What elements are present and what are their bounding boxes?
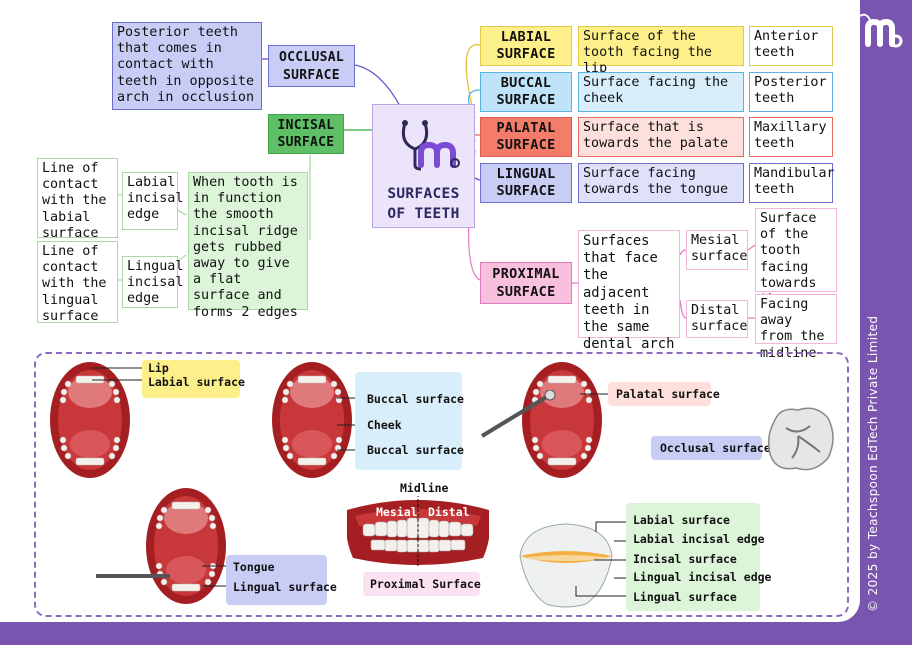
palatal-surface-heading: PALATAL SURFACE [480, 117, 572, 157]
occlusal-description: Posterior teeth that comes in contact wi… [112, 22, 262, 110]
fig7-lingual-incisal-edge-label: Lingual incisal edge [633, 570, 772, 584]
labial-surface-description: Surface of the tooth facing the lip [578, 26, 744, 76]
fig7-incisal-surface-label: Incisal surface [633, 552, 737, 566]
distal-surface-label: Distal surface [686, 300, 748, 338]
dental-explorer-icon [96, 574, 170, 578]
buccal-surface-description: Surface facing the cheek [578, 72, 744, 112]
labial-surface-heading: LABIAL SURFACE [480, 26, 572, 66]
center-title-line2: OF TEETH [387, 206, 460, 222]
lingual-incisal-edge-description: Line of contact with the lingual surface [37, 241, 118, 324]
copyright-text: © 2025 by Teachspoon EdTech Private Limi… [866, 315, 880, 612]
labial-surface-teeth: Anterior teeth [749, 26, 833, 66]
fig6-proximal-surface-label: Proximal Surface [370, 577, 481, 591]
bottom-strip [0, 622, 912, 645]
fig5-tongue-label: Tongue [233, 560, 275, 574]
incisal-description: When tooth is in function the smooth inc… [188, 172, 308, 320]
lingual-surface-teeth: Mandibular teeth [749, 163, 835, 203]
mesial-surface-description: Surface of the tooth facing towards the … [755, 208, 837, 323]
fig7-labial-surface-label: Labial surface [633, 513, 730, 527]
lingual-surface-description: Surface facing towards the tongue [578, 163, 744, 203]
proximal-surface-heading: PROXIMAL SURFACE [480, 262, 572, 304]
fig4-occlusal-surface-label: Occlusal surface [660, 441, 771, 455]
palatal-surface-teeth: Maxillary teeth [749, 117, 833, 157]
dental-mirror-icon [480, 390, 556, 438]
fig6-distal-label: Distal [428, 505, 470, 519]
lingual-incisal-edge-label: Lingual incisal edge [122, 256, 183, 308]
fig5-lingual-surface-label: Lingual surface [233, 580, 337, 594]
labial-incisal-edge-label: Labial incisal edge [122, 172, 183, 230]
fig1-lip-label: Lip [148, 361, 169, 375]
fig6-mesial-label: Mesial [376, 505, 418, 519]
palatal-surface-description: Surface that is towards the palate [578, 117, 744, 157]
center-title-line1: SURFACES [387, 186, 460, 202]
proximal-surface-description: Surfaces that face the adjacent teeth in… [578, 230, 680, 352]
fig7-lingual-surface-label: Lingual surface [633, 590, 737, 604]
mesial-surface-label: Mesial surface [686, 230, 748, 270]
center-node: SURFACES OF TEETH [372, 104, 475, 228]
incisal-surface-heading: INCISAL SURFACE [268, 114, 344, 154]
fig2-buccal-bottom-label: Buccal surface [367, 443, 464, 457]
brand-logo-icon [859, 13, 903, 48]
buccal-surface-heading: BUCCAL SURFACE [480, 72, 572, 112]
molar-tooth-icon [767, 407, 834, 471]
fig6-midline-label: Midline [400, 481, 449, 495]
fig1-labial-surface-label: Labial surface [148, 375, 245, 389]
fig3-palatal-surface-label: Palatal surface [616, 387, 720, 401]
distal-surface-description: Facing away from the midline [755, 294, 837, 361]
incisal-section-figure [519, 523, 613, 608]
fig7-labial-incisal-edge-label: Labial incisal edge [633, 532, 765, 546]
labial-incisal-edge-description: Line of contact with the labial surface [37, 158, 118, 241]
front-teeth-figure [347, 496, 489, 566]
fig2-buccal-top-label: Buccal surface [367, 392, 464, 406]
illustration-panel [34, 352, 849, 617]
open-mouth-figure-5 [146, 488, 226, 605]
stethoscope-logo-icon [401, 120, 460, 171]
occlusal-surface-heading: OCCLUSAL SURFACE [268, 45, 355, 87]
buccal-surface-teeth: Posterior teeth [749, 72, 833, 112]
lingual-surface-heading: LINGUAL SURFACE [480, 163, 572, 203]
fig2-cheek-label: Cheek [367, 418, 402, 432]
